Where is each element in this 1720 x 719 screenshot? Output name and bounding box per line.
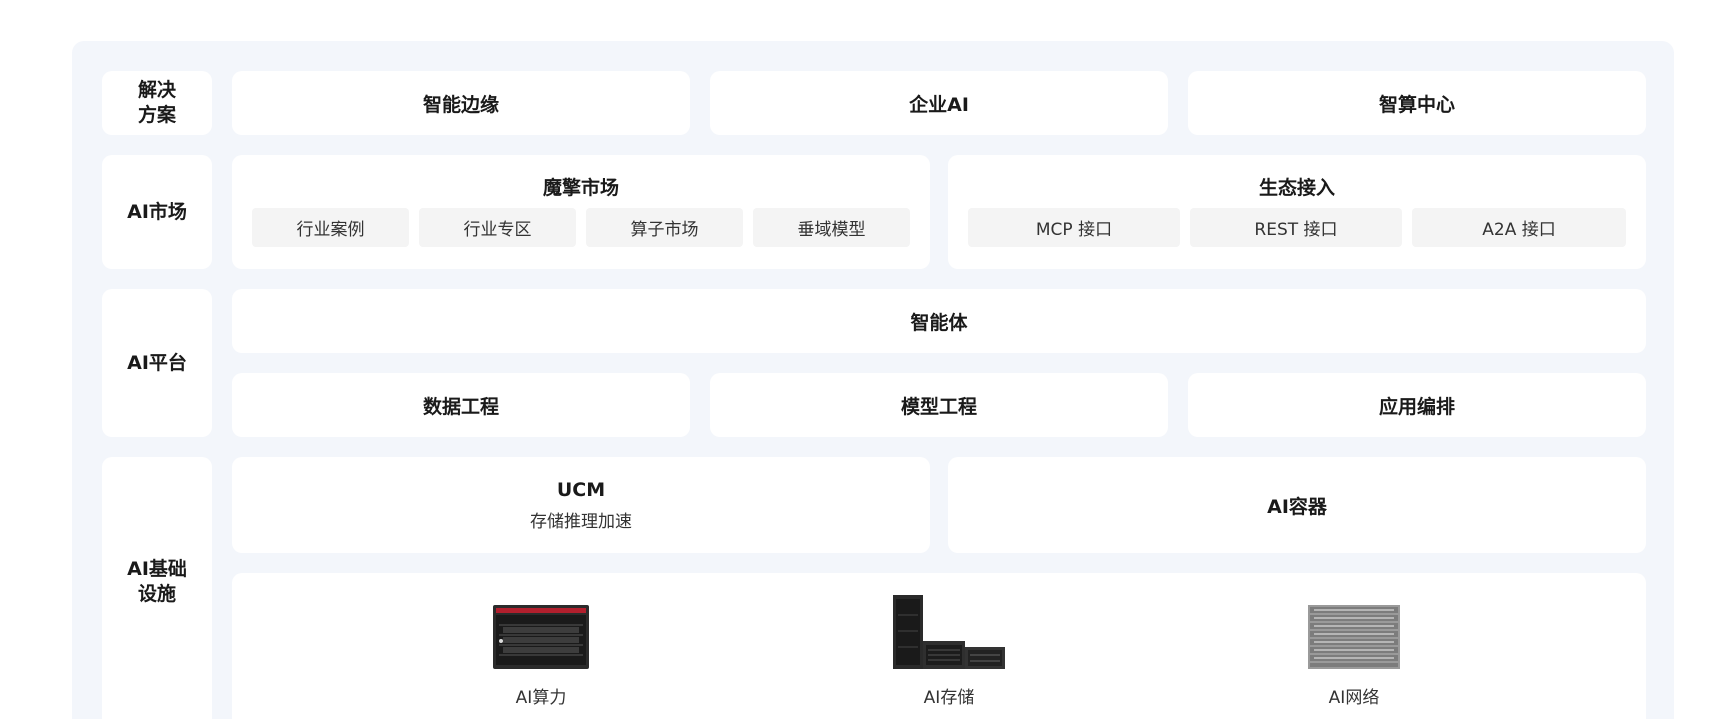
solution-card-computing-center[interactable]: 智算中心	[1188, 71, 1646, 135]
storage-tower-icon	[893, 595, 1005, 669]
market-group-title: 魔擎市场	[542, 177, 619, 199]
market-group-ecosystem: 生态接入 MCP 接口 REST 接口 A2A 接口	[948, 155, 1646, 269]
market-item-vertical-models[interactable]: 垂域模型	[753, 208, 910, 247]
platform-item-label: 应用编排	[1378, 395, 1455, 418]
solution-card-intelligent-edge[interactable]: 智能边缘	[232, 71, 690, 135]
row-label-ai-platform-text: AI平台	[127, 351, 187, 374]
solution-label: 智算中心	[1378, 93, 1455, 116]
ecosystem-item-label: MCP 接口	[1035, 220, 1113, 240]
hardware-caption: AI网络	[1328, 688, 1380, 708]
ucm-title: UCM	[556, 478, 606, 501]
row-label-infra-line2: 设施	[137, 583, 176, 605]
market-item-label: 行业专区	[463, 220, 532, 240]
solution-card-enterprise-ai[interactable]: 企业AI	[710, 71, 1168, 135]
platform-item-label: 模型工程	[900, 395, 977, 418]
ecosystem-group-title: 生态接入	[1258, 177, 1335, 199]
market-item-industry-cases[interactable]: 行业案例	[252, 208, 409, 247]
architecture-panel: 解决 方案 智能边缘 企业AI 智算中心 AI市场 魔擎市场 行业案例 行业专区…	[72, 41, 1674, 719]
platform-item-label: 数据工程	[422, 395, 499, 418]
infra-card-ucm[interactable]: UCM 存储推理加速	[232, 457, 930, 553]
network-switch-rack-icon	[1308, 605, 1400, 669]
platform-card-model-engineering[interactable]: 模型工程	[710, 373, 1168, 437]
platform-card-app-orchestration[interactable]: 应用编排	[1188, 373, 1646, 437]
infra-card-ai-container[interactable]: AI容器	[948, 457, 1646, 553]
row-label-infra-line1: AI基础	[127, 558, 187, 580]
hardware-item-network[interactable]: AI网络	[1254, 599, 1454, 708]
ecosystem-item-mcp[interactable]: MCP 接口	[968, 208, 1180, 247]
ecosystem-item-a2a[interactable]: A2A 接口	[1412, 208, 1626, 247]
row-label-ai-market: AI市场	[102, 155, 212, 269]
row-label-ai-infrastructure: AI基础 设施	[102, 457, 212, 719]
row-label-solutions-line2: 方案	[137, 104, 176, 126]
market-item-label: 行业案例	[296, 220, 365, 240]
ecosystem-item-label: REST 接口	[1254, 220, 1338, 240]
infra-hardware-panel: AI算力	[232, 573, 1646, 719]
platform-agent-label: 智能体	[910, 311, 968, 334]
row-label-solutions-line1: 解决	[137, 79, 176, 101]
market-group-modelarts: 魔擎市场 行业案例 行业专区 算子市场 垂域模型	[232, 155, 930, 269]
row-label-ai-market-text: AI市场	[127, 200, 187, 223]
ecosystem-item-label: A2A 接口	[1482, 220, 1556, 240]
solution-label: 智能边缘	[422, 93, 499, 116]
hardware-item-compute[interactable]: AI算力	[441, 599, 641, 708]
ucm-subtitle: 存储推理加速	[530, 511, 632, 532]
hardware-item-storage[interactable]: AI存储	[849, 595, 1049, 708]
solution-label: 企业AI	[909, 93, 969, 116]
platform-card-agent[interactable]: 智能体	[232, 289, 1646, 353]
row-label-solutions: 解决 方案	[102, 71, 212, 135]
hardware-caption: AI存储	[923, 688, 975, 708]
platform-card-data-engineering[interactable]: 数据工程	[232, 373, 690, 437]
market-item-industry-zone[interactable]: 行业专区	[419, 208, 576, 247]
hardware-caption: AI算力	[515, 688, 567, 708]
row-label-ai-platform: AI平台	[102, 289, 212, 437]
ai-container-label: AI容器	[1267, 495, 1327, 518]
market-item-operator-market[interactable]: 算子市场	[586, 208, 743, 247]
server-chassis-icon	[493, 605, 589, 669]
market-item-label: 算子市场	[630, 220, 699, 240]
market-item-label: 垂域模型	[797, 220, 866, 240]
ecosystem-item-rest[interactable]: REST 接口	[1190, 208, 1402, 247]
